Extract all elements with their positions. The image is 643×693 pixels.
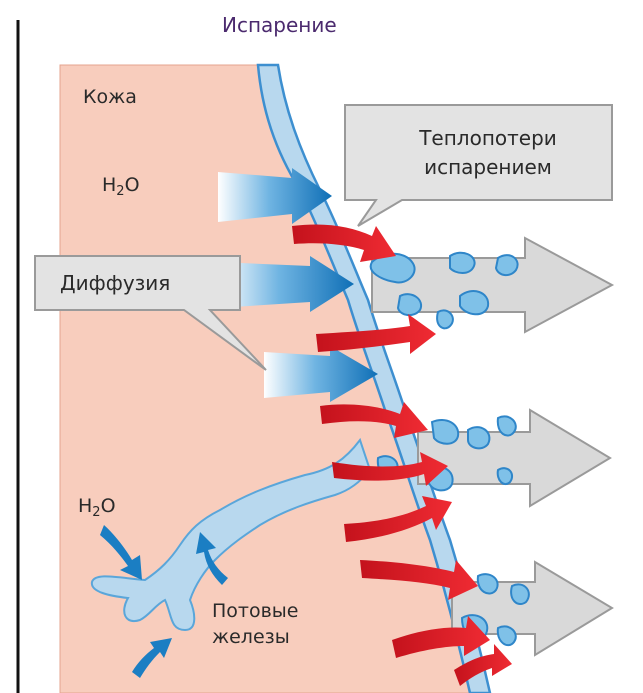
water-label-top-o: O [125, 174, 140, 196]
water-label-top-h: H [102, 174, 116, 196]
sweat-glands-label-line2: железы [212, 626, 290, 648]
sweat-glands-label-line1: Потовые [212, 600, 299, 622]
title-evaporation: Испарение [222, 13, 337, 37]
callout-heat-loss: Теплопотери испарением [345, 105, 612, 226]
water-label-bottom-sub: 2 [92, 505, 100, 520]
heat-loss-label-line1: Теплопотери [418, 126, 557, 150]
water-label-bottom-o: O [101, 495, 116, 517]
diffusion-label: Диффузия [60, 271, 170, 295]
skin-label: Кожа [83, 86, 137, 108]
water-label-top-sub: 2 [116, 184, 124, 199]
vapor-arrow-1 [372, 238, 612, 332]
heat-loss-label-line2: испарением [424, 155, 552, 179]
water-label-bottom-h: H [78, 495, 92, 517]
